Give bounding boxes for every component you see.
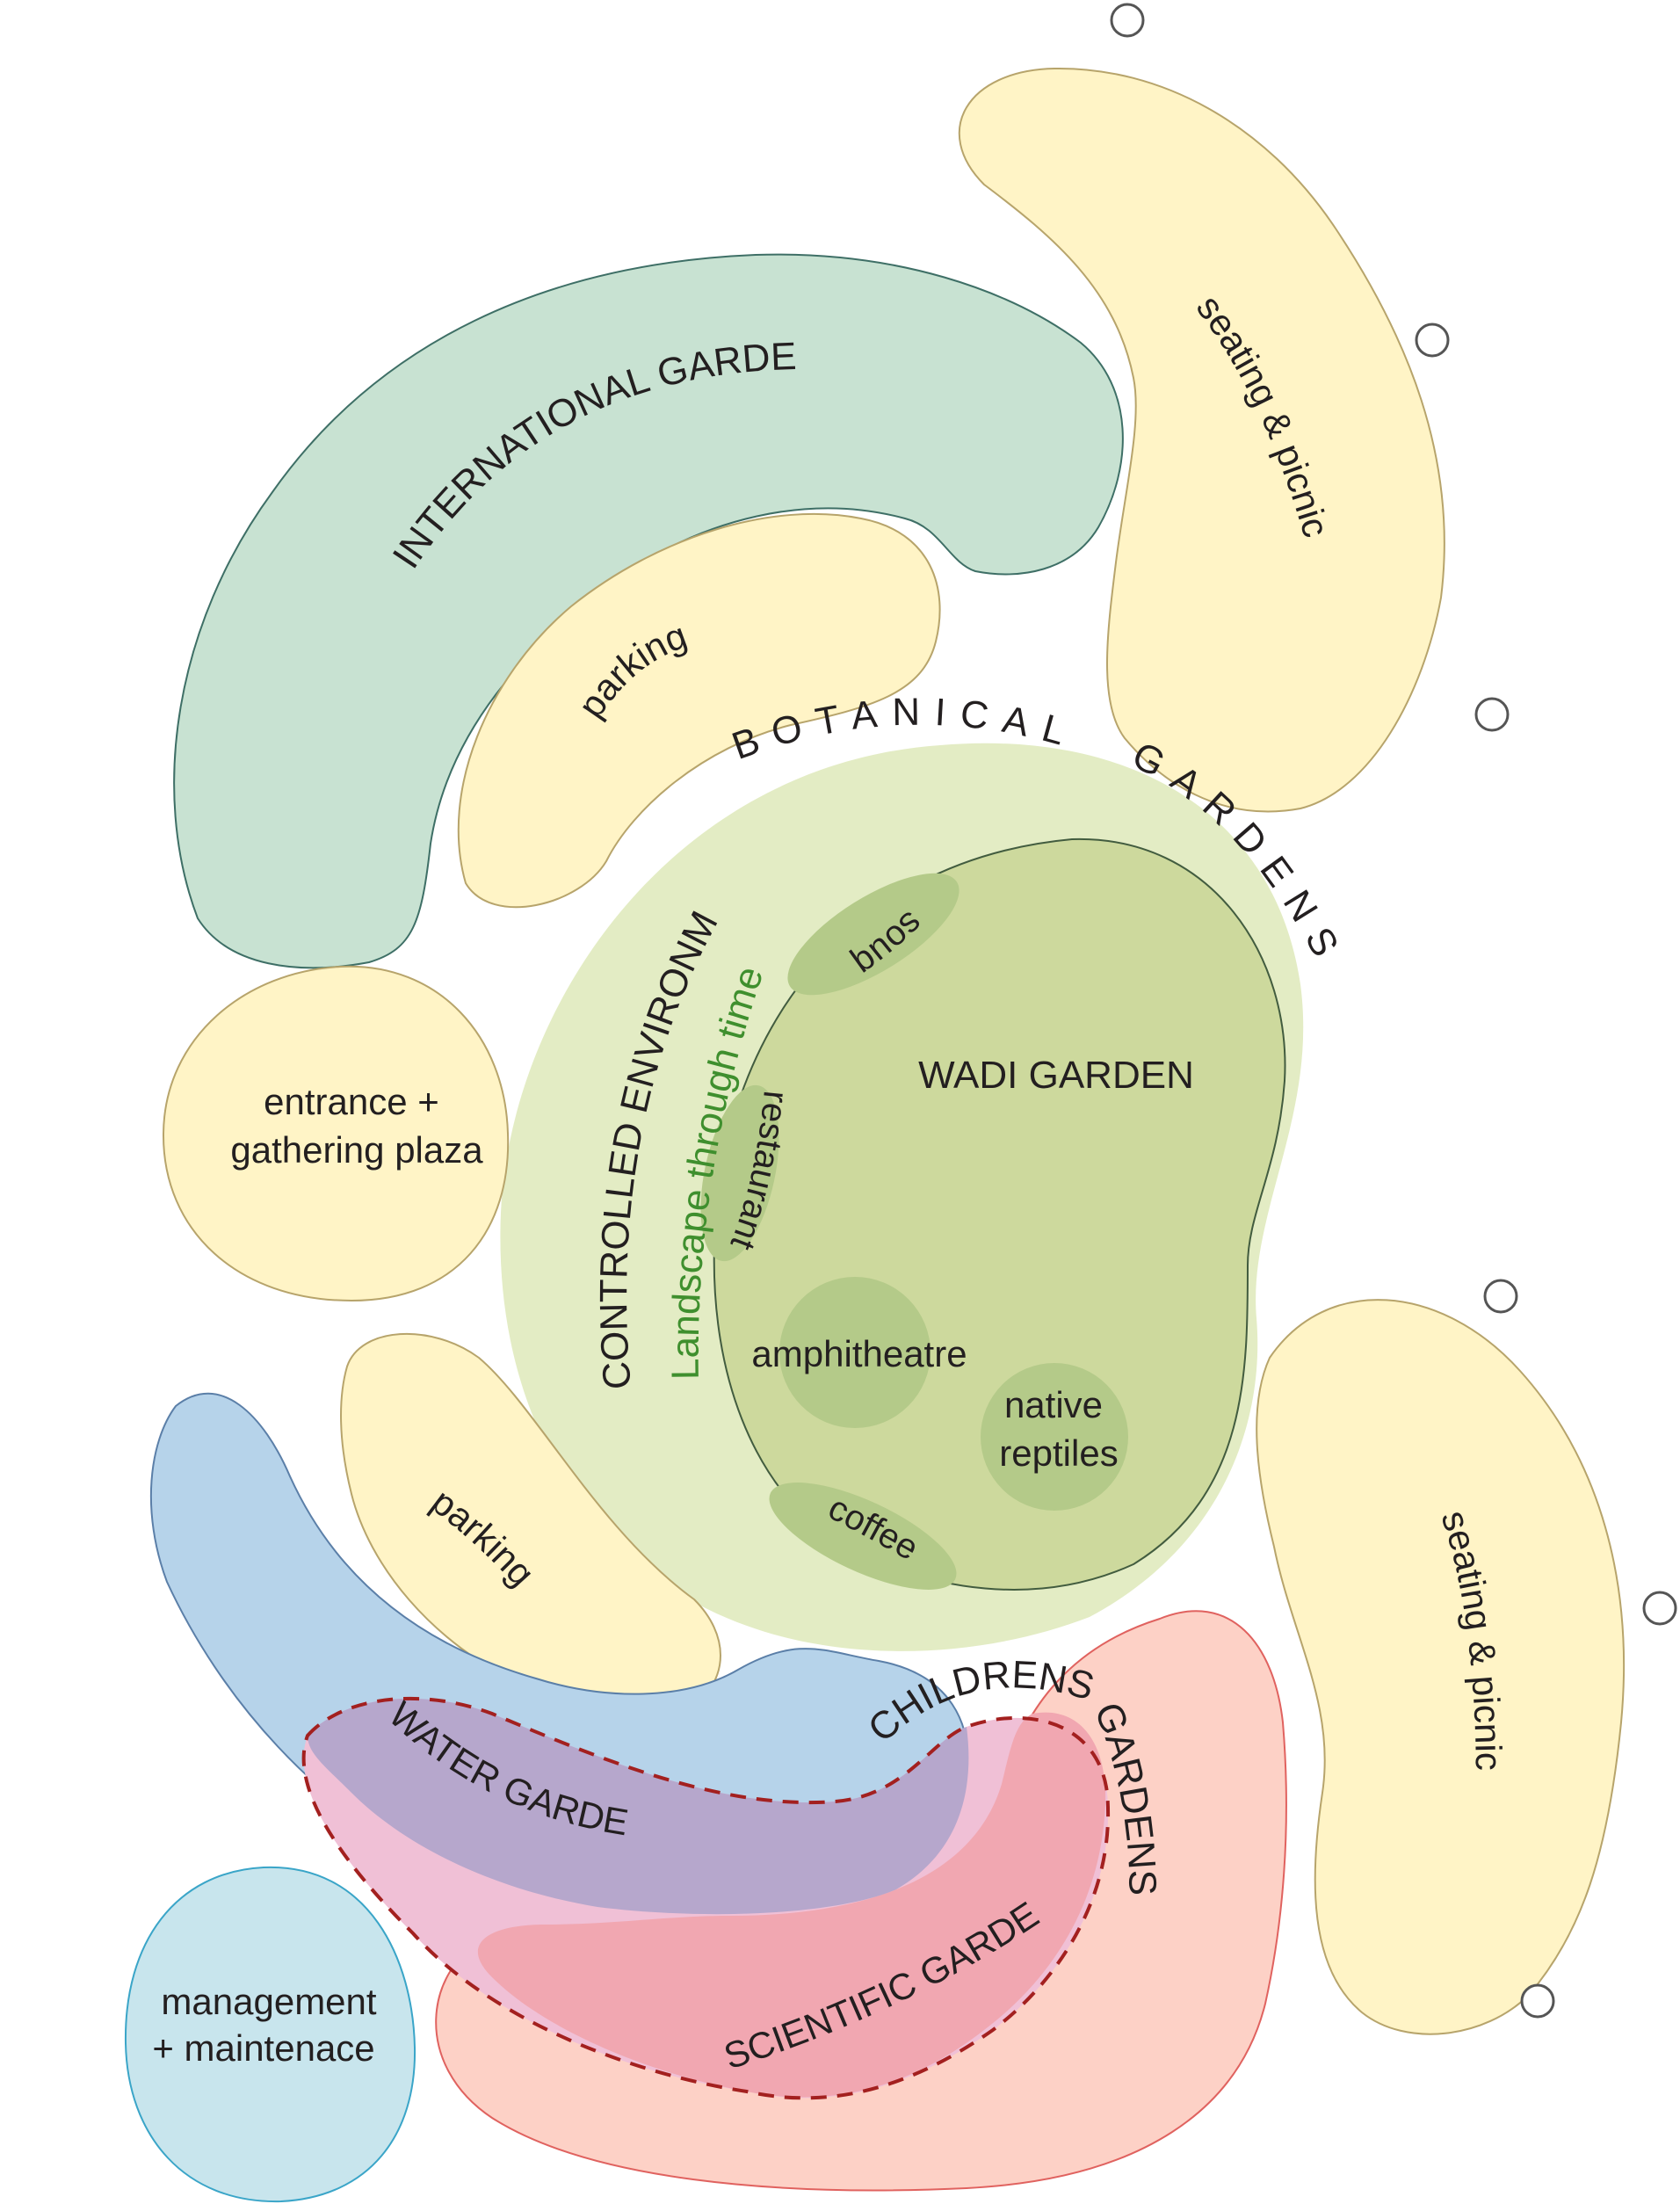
international-gardens-zone xyxy=(173,253,1124,969)
childrens-gardens-dashed-outline xyxy=(301,1696,1111,2100)
souq-area xyxy=(787,873,959,996)
management-maintenance-label-line1: management xyxy=(161,1981,376,2022)
wadi-garden-label: WADI GARDEN xyxy=(918,1054,1194,1097)
access-point-circle-icon xyxy=(1520,1983,1555,2019)
restaurant-area xyxy=(700,1084,779,1262)
native-reptiles-label-line1: native xyxy=(1004,1384,1103,1425)
amphitheatre-area xyxy=(779,1277,931,1428)
water-childrens-overlap-zone xyxy=(308,1698,969,1915)
native-reptiles-label-line2: reptiles xyxy=(999,1432,1118,1474)
seating-picnic-zone-bottom xyxy=(1256,1299,1626,2035)
native-reptiles-area xyxy=(981,1363,1128,1511)
access-point-circle-icon xyxy=(1415,323,1450,358)
entrance-plaza-label-line1: entrance + xyxy=(264,1081,439,1122)
seating-picnic-zone-top xyxy=(958,67,1445,813)
entrance-plaza-label-line2: gathering plaza xyxy=(230,1129,483,1171)
amphitheatre-label: amphitheatre xyxy=(751,1333,967,1374)
parking-zone-top xyxy=(457,512,941,909)
management-maintenance-label-line2: + maintenace xyxy=(152,2027,374,2069)
access-point-circle-icon xyxy=(1483,1279,1518,1314)
management-maintenance-zone xyxy=(124,1866,416,2203)
coffee-area xyxy=(769,1483,957,1590)
access-point-circle-icon xyxy=(1474,697,1510,732)
access-point-circle-icon xyxy=(1642,1591,1677,1626)
access-point-circle-icon xyxy=(1110,3,1145,38)
scientific-gardens-inner-zone xyxy=(477,1712,1106,2098)
entrance-plaza-zone xyxy=(162,965,510,1302)
